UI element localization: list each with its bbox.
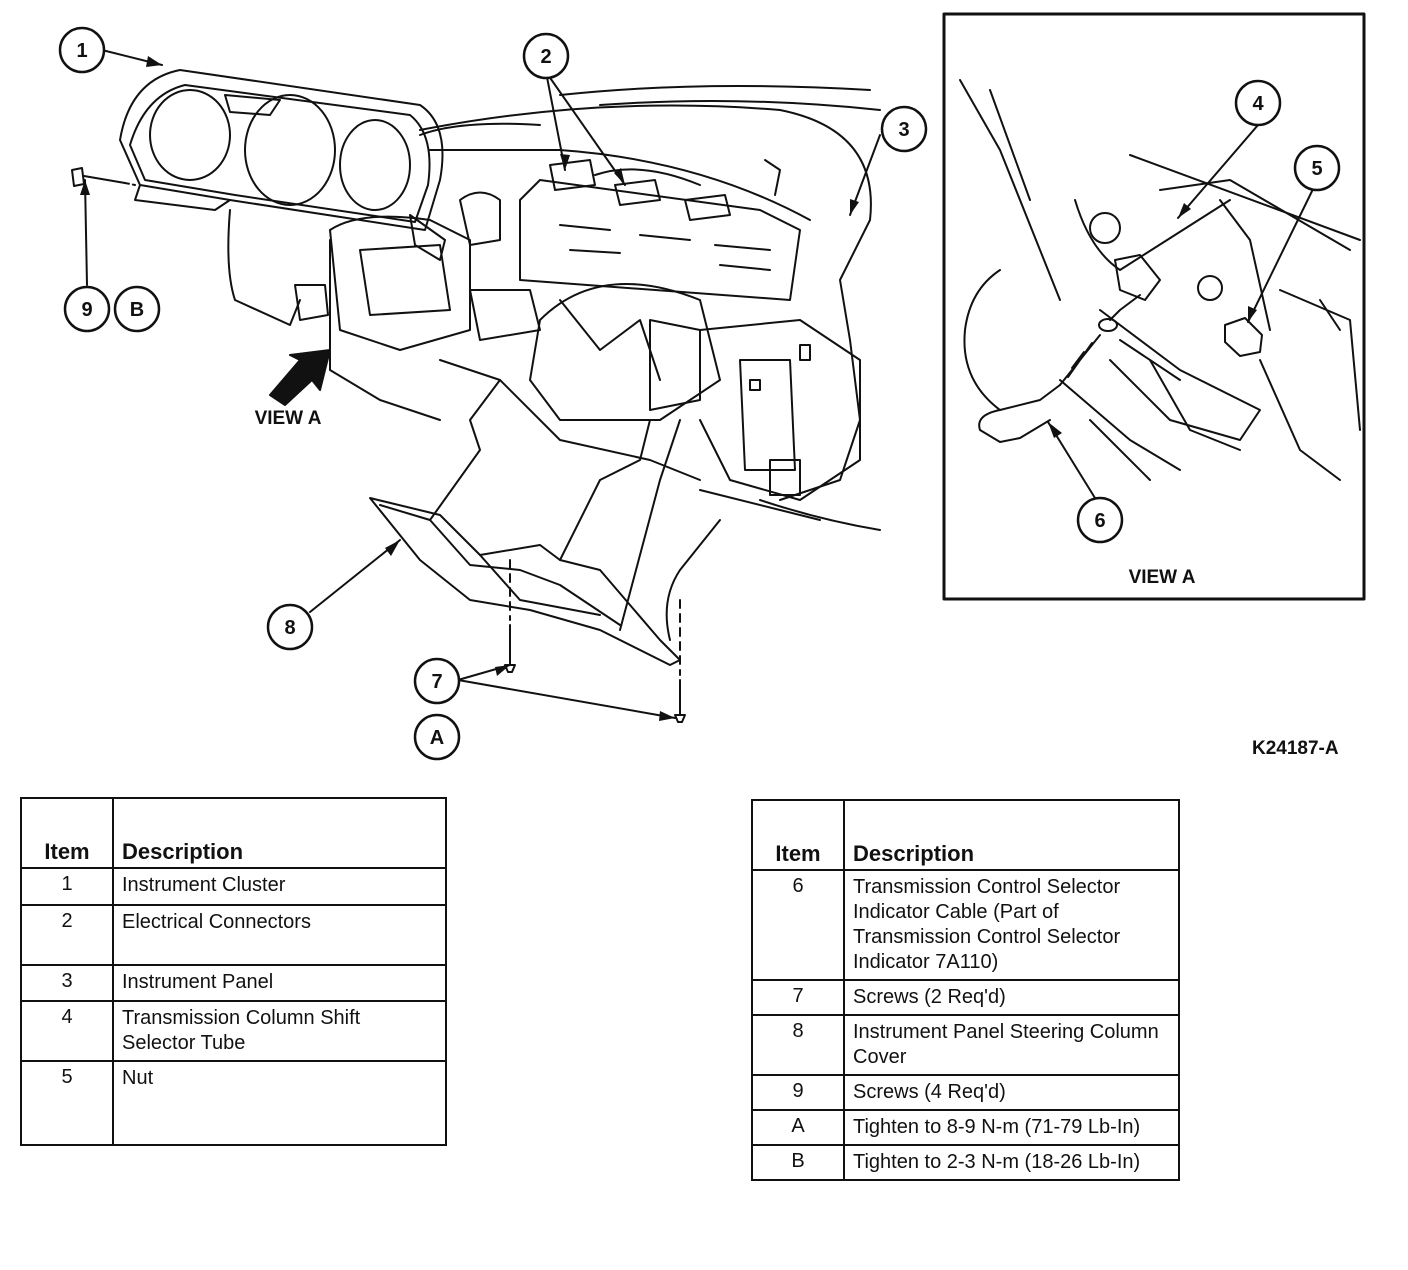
callout-5: 5 (1311, 158, 1322, 180)
header-item: Item (751, 799, 845, 871)
table-row: A Tighten to 8-9 N-m (71-79 Lb-In) (751, 1109, 1180, 1146)
steering-column-cover-drawing (369, 379, 721, 666)
row-description: Transmission Control Selector Indicator … (843, 869, 1180, 981)
table-row: 8 Instrument Panel Steering Column Cover (751, 1014, 1180, 1076)
table-row: 9 Screws (4 Req'd) (751, 1074, 1180, 1111)
callout-7: 7 (431, 671, 442, 693)
row-description: Tighten to 8-9 N-m (71-79 Lb-In) (843, 1109, 1180, 1146)
row-description: Electrical Connectors (112, 904, 447, 966)
view-a-inset (942, 12, 1366, 601)
legend-table-left: Item Description 1 Instrument Cluster 2 … (20, 797, 447, 1146)
row-item: B (751, 1144, 845, 1181)
leader-arrowheads (80, 56, 1257, 721)
row-item: 2 (20, 904, 114, 966)
callout-2: 2 (540, 46, 551, 68)
row-item: 6 (751, 869, 845, 981)
row-description: Nut (112, 1060, 447, 1146)
row-description: Tighten to 2-3 N-m (18-26 Lb-In) (843, 1144, 1180, 1181)
table-row: 3 Instrument Panel (20, 964, 447, 1002)
row-description: Transmission Column Shift Selector Tube (112, 1000, 447, 1062)
row-description: Instrument Panel Steering Column Cover (843, 1014, 1180, 1076)
view-a-label-main: VIEW A (255, 408, 322, 429)
row-item: 3 (20, 964, 114, 1002)
leader-lines (84, 49, 1316, 719)
table-row: 4 Transmission Column Shift Selector Tub… (20, 1000, 447, 1062)
table-header-row: Item Description (20, 797, 447, 869)
callout-6: 6 (1094, 510, 1105, 532)
row-item: 4 (20, 1000, 114, 1062)
callout-B: B (130, 299, 144, 321)
table-header-row: Item Description (751, 799, 1180, 871)
callout-1: 1 (76, 40, 87, 62)
row-description: Screws (4 Req'd) (843, 1074, 1180, 1111)
instrument-panel-diagram: 1 2 3 4 5 6 7 8 9 B A VIEW A VIEW A (58, 12, 1366, 761)
callout-circles (58, 26, 1341, 761)
table-row: B Tighten to 2-3 N-m (18-26 Lb-In) (751, 1144, 1180, 1181)
callout-8: 8 (284, 617, 295, 639)
figure-id: K24187-A (1252, 738, 1339, 759)
table-row: 7 Screws (2 Req'd) (751, 979, 1180, 1016)
row-description: Instrument Cluster (112, 867, 447, 906)
row-item: 7 (751, 979, 845, 1016)
row-item: 8 (751, 1014, 845, 1076)
legend-table-right: Item Description 6 Transmission Control … (751, 799, 1180, 1181)
row-description: Screws (2 Req'd) (843, 979, 1180, 1016)
view-a-arrow (269, 349, 331, 406)
row-item: 5 (20, 1060, 114, 1146)
callout-A: A (430, 727, 444, 749)
instrument-panel-drawing (329, 85, 881, 531)
row-description: Instrument Panel (112, 964, 447, 1002)
screw-9-drawing (71, 167, 136, 187)
callout-3: 3 (898, 119, 909, 141)
instrument-cluster-drawing (119, 69, 446, 326)
table-row: 5 Nut (20, 1060, 447, 1146)
table-row: 6 Transmission Control Selector Indicato… (751, 869, 1180, 981)
table-row: 1 Instrument Cluster (20, 867, 447, 906)
header-item: Item (20, 797, 114, 869)
table-row: 2 Electrical Connectors (20, 904, 447, 966)
row-item: 9 (751, 1074, 845, 1111)
row-item: 1 (20, 867, 114, 906)
row-item: A (751, 1109, 845, 1146)
screws-7-drawing (504, 559, 686, 723)
callout-4: 4 (1252, 93, 1264, 115)
header-description: Description (843, 799, 1180, 871)
view-a-label-inset: VIEW A (1129, 567, 1196, 588)
header-description: Description (112, 797, 447, 869)
callout-9: 9 (81, 299, 92, 321)
